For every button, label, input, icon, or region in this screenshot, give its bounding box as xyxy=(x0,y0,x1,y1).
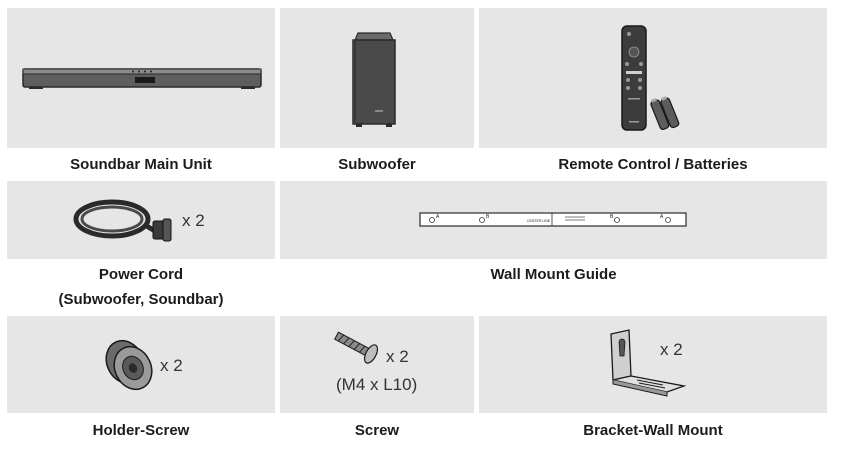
holder-screw-icon xyxy=(105,339,153,391)
power-cord-quantity: x 2 xyxy=(182,211,205,230)
bracket-panel: x 2 xyxy=(479,316,827,413)
guide-label-b-left: B xyxy=(486,214,490,220)
screw-quantity: x 2 xyxy=(386,347,409,366)
caption-power-cord: Power Cord xyxy=(98,266,184,283)
bracket-quantity: x 2 xyxy=(660,340,683,359)
subwoofer-icon xyxy=(352,32,396,127)
caption-soundbar: Soundbar Main Unit xyxy=(70,156,212,173)
caption-holder-screw: Holder-Screw xyxy=(92,422,190,439)
caption-bracket: Bracket-Wall Mount xyxy=(583,422,723,439)
screw-panel: x 2 (M4 x L10) xyxy=(280,316,474,413)
caption-power-cord-detail: (Subwoofer, Soundbar) xyxy=(58,291,224,308)
caption-remote: Remote Control / Batteries xyxy=(558,156,748,173)
power-cord-panel: x 2 xyxy=(7,181,275,259)
subwoofer-panel xyxy=(280,8,474,148)
holder-screw-quantity: x 2 xyxy=(160,356,183,375)
remote-panel xyxy=(479,8,827,148)
bracket-icon xyxy=(610,329,687,397)
guide-label-center: CENTER LINE xyxy=(527,219,551,223)
remote-control-icon xyxy=(621,25,680,131)
soundbar-icon xyxy=(22,68,262,89)
guide-label-a-right: A xyxy=(660,214,664,220)
power-cord-icon xyxy=(73,199,172,242)
caption-subwoofer: Subwoofer xyxy=(338,156,416,173)
guide-label-b-right: B xyxy=(610,214,614,220)
guide-label-a-left: A xyxy=(436,214,440,220)
wall-mount-guide-icon: A B CENTER LINE B A xyxy=(419,212,687,227)
wall-mount-guide-panel: A B CENTER LINE B A xyxy=(280,181,827,259)
soundbar-panel xyxy=(7,8,275,148)
holder-screw-panel: x 2 xyxy=(7,316,275,413)
screw-spec: (M4 x L10) xyxy=(336,375,418,394)
caption-wall-mount-guide: Wall Mount Guide xyxy=(490,266,617,283)
caption-screw: Screw xyxy=(354,422,400,439)
screw-icon xyxy=(334,331,379,364)
